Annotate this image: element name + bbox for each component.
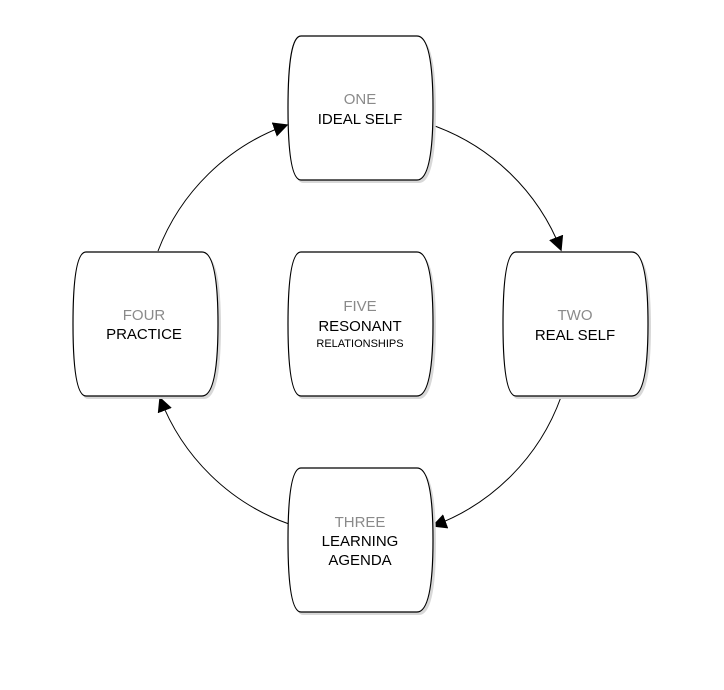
node-one[interactable]: ONE IDEAL SELF	[287, 35, 436, 183]
node-five-sublabel: RELATIONSHIPS	[316, 338, 403, 350]
node-one-shape	[287, 35, 434, 181]
node-four-number: FOUR	[123, 307, 166, 324]
node-one-number: ONE	[344, 91, 377, 108]
arrow-two-to-three	[431, 396, 562, 529]
arrow-four-to-one	[157, 122, 289, 252]
node-five-shape	[287, 251, 434, 397]
node-five-number: FIVE	[343, 298, 376, 315]
node-three[interactable]: THREE LEARNING AGENDA	[287, 467, 436, 615]
node-two[interactable]: TWO REAL SELF	[502, 251, 651, 399]
arrow-three-to-four	[157, 396, 290, 525]
node-two-number: TWO	[558, 307, 593, 324]
node-five-label: RESONANT	[318, 318, 401, 335]
node-three-number: THREE	[335, 514, 386, 531]
node-three-shape	[287, 467, 434, 613]
arrow-one-to-two	[431, 124, 564, 252]
node-four-label: PRACTICE	[106, 326, 182, 343]
node-two-shape	[502, 251, 649, 397]
node-two-label: REAL SELF	[535, 327, 615, 344]
node-four-shape	[72, 251, 219, 397]
node-five[interactable]: FIVE RESONANT RELATIONSHIPS	[287, 251, 436, 399]
node-four[interactable]: FOUR PRACTICE	[72, 251, 221, 399]
node-three-label-line2: AGENDA	[328, 552, 391, 569]
node-one-label: IDEAL SELF	[318, 111, 402, 128]
node-three-label-line1: LEARNING	[322, 533, 399, 550]
